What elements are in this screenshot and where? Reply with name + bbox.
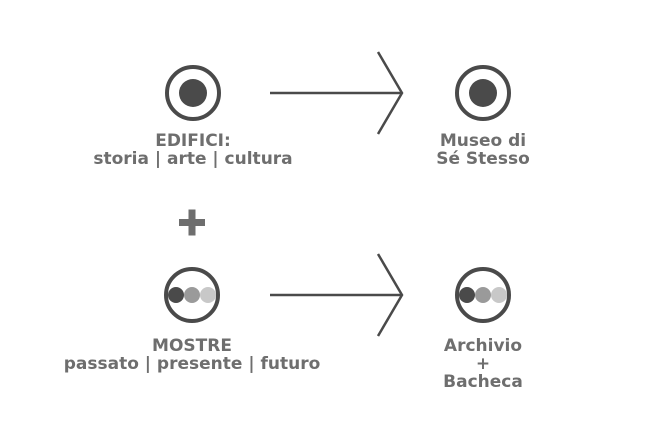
museo-circle-icon [455, 65, 511, 121]
edifici-subtitle: storia | arte | cultura [93, 149, 293, 169]
edifici-label: EDIFICI: storia | arte | cultura [63, 132, 323, 168]
plus-icon [179, 209, 205, 236]
arrow-right-icon [270, 51, 404, 135]
edifici-circle-icon [165, 65, 221, 121]
museo-line1: Museo di [439, 131, 527, 151]
archivio-circle-icon [455, 267, 511, 323]
archivio-label: Archivio + Bacheca [403, 337, 563, 391]
mostre-subtitle: passato | presente | futuro [63, 354, 321, 374]
archivio-line2: + [475, 354, 491, 374]
mostre-title: MOSTRE [152, 336, 232, 356]
mostre-label: MOSTRE passato | presente | futuro [42, 337, 342, 373]
museo-line2: Sé Stesso [436, 149, 530, 169]
mostre-circle-icon [164, 267, 220, 323]
museo-label: Museo di Sé Stesso [403, 132, 563, 168]
arrow-right-icon [270, 253, 404, 337]
archivio-line3: Bacheca [443, 372, 523, 392]
archivio-line1: Archivio [443, 336, 523, 356]
edifici-title: EDIFICI: [155, 131, 231, 151]
